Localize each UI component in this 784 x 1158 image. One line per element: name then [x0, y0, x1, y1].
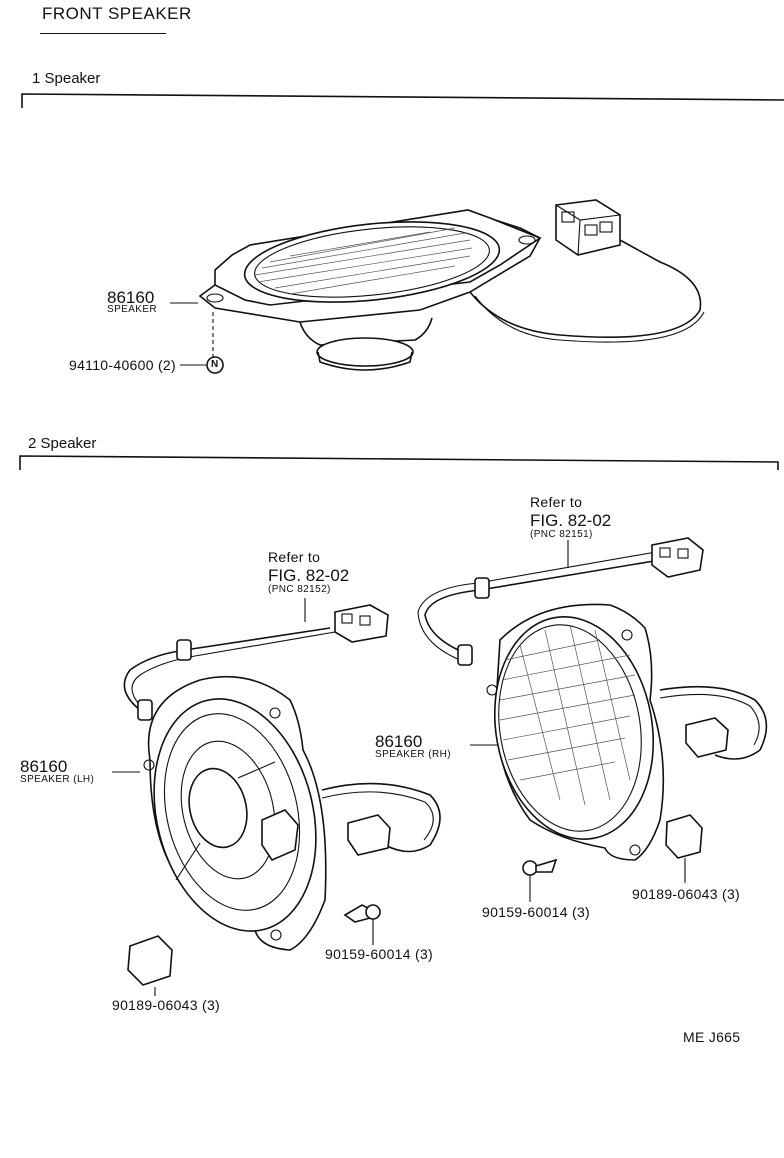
- speaker-1-part-number: 86160: [107, 288, 155, 307]
- lh-fig-ref: FIG. 82-02: [268, 566, 350, 585]
- rh-speaker-part-number: 86160: [375, 732, 423, 751]
- speaker-lh: [123, 604, 441, 996]
- lh-speaker-name: SPEAKER (LH): [20, 774, 95, 785]
- section-1-bracket: [21, 93, 784, 108]
- rh-clip-part-number: 90189-06043 (3): [632, 886, 741, 902]
- rh-speaker-name: SPEAKER (RH): [375, 749, 451, 760]
- lh-screw-part-number: 90159-60014 (3): [325, 946, 434, 962]
- section-2-leaders: [112, 540, 569, 773]
- lh-speaker-part-number: 86160: [20, 757, 68, 776]
- section-1-leaders: [170, 302, 224, 374]
- section-1-label: 1 Speaker: [32, 70, 101, 87]
- lh-clip-part-number: 90189-06043 (3): [112, 997, 221, 1013]
- speaker-1-name: SPEAKER: [107, 304, 158, 315]
- oval-speaker-1: [198, 199, 705, 371]
- rh-fig-ref: FIG. 82-02: [530, 511, 612, 530]
- section-2-label: 2 Speaker: [28, 435, 97, 452]
- drawing-code: ME J665: [683, 1029, 741, 1045]
- nut-symbol: N: [211, 359, 219, 370]
- section-2-bracket: [19, 455, 779, 470]
- rh-pnc-ref: (PNC 82151): [530, 529, 593, 540]
- title-underline: [40, 33, 166, 34]
- nut-symbol-circle: [206, 356, 224, 374]
- lh-pnc-ref: (PNC 82152): [268, 584, 331, 595]
- nut-part-number: 94110-40600 (2): [69, 357, 176, 373]
- rh-screw-part-number: 90159-60014 (3): [482, 904, 591, 920]
- diagram-title: FRONT SPEAKER: [42, 4, 192, 23]
- rh-refer-label: Refer to: [530, 494, 583, 510]
- lh-refer-label: Refer to: [268, 549, 321, 565]
- speaker-rh: [417, 537, 768, 902]
